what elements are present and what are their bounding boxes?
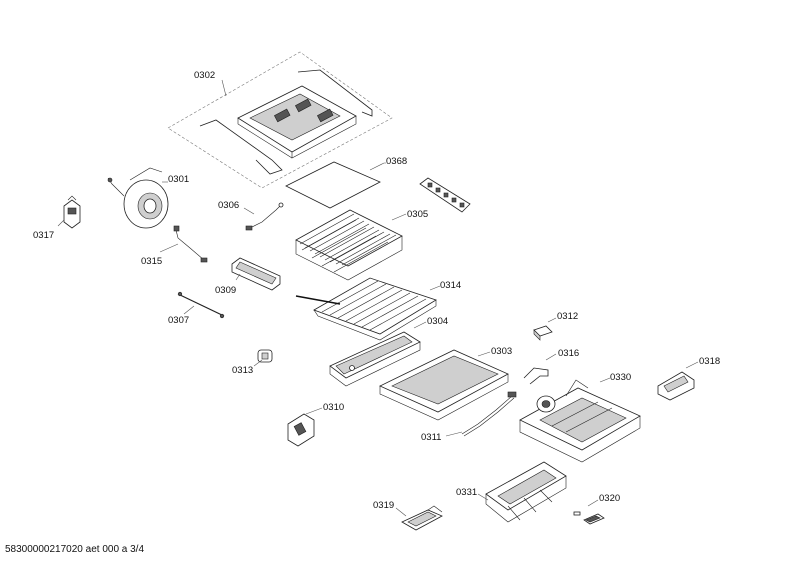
part-0316-clip[interactable]	[523, 367, 549, 385]
part-rail-strip[interactable]	[419, 177, 471, 213]
label-0306[interactable]: 0306	[218, 200, 239, 211]
label-0316[interactable]: 0316	[558, 348, 579, 359]
leader-0302	[221, 79, 227, 97]
label-0307[interactable]: 0307	[168, 315, 189, 326]
leader-0317	[57, 219, 65, 227]
label-0301[interactable]: 0301	[168, 174, 189, 185]
leader-0331	[477, 493, 489, 501]
part-0320-fixing[interactable]	[573, 511, 605, 525]
label-0312[interactable]: 0312	[557, 311, 578, 322]
label-0331[interactable]: 0331	[456, 487, 477, 498]
label-0311[interactable]: 0311	[421, 432, 441, 443]
leader-0307	[183, 305, 195, 315]
label-0368[interactable]: 0368	[386, 156, 407, 167]
label-0303[interactable]: 0303	[491, 346, 512, 357]
label-0310[interactable]: 0310	[323, 402, 344, 413]
leader-0309	[235, 273, 241, 281]
part-0312-block[interactable]	[533, 325, 553, 341]
leader-0368	[369, 162, 386, 171]
label-0309[interactable]: 0309	[215, 285, 236, 296]
label-0315[interactable]: 0315	[141, 256, 162, 267]
leader-0312	[547, 317, 557, 323]
part-0305-evaporator[interactable]	[295, 209, 403, 281]
part-0309-cover-bar[interactable]	[231, 257, 281, 291]
part-0303-tray[interactable]	[379, 349, 509, 421]
label-0330[interactable]: 0330	[610, 372, 631, 383]
leader-0310	[305, 407, 323, 415]
part-0302-housing-cover[interactable]	[167, 51, 393, 189]
label-0302[interactable]: 0302	[194, 70, 215, 81]
part-0368-foil-pad[interactable]	[285, 161, 381, 209]
part-0319-small-tray[interactable]	[401, 505, 443, 531]
leader-0303	[477, 351, 491, 357]
part-0306-sensor[interactable]	[245, 202, 284, 231]
part-0313-cap[interactable]	[257, 349, 273, 363]
label-0317[interactable]: 0317	[33, 230, 54, 241]
label-0318[interactable]: 0318	[699, 356, 720, 367]
leader-0306	[243, 207, 255, 215]
part-0314-heater[interactable]	[295, 277, 437, 341]
leader-0318	[685, 361, 699, 369]
leader-0315	[159, 243, 179, 253]
part-0311-wire[interactable]	[461, 391, 517, 437]
label-0314[interactable]: 0314	[440, 280, 461, 291]
part-0318-bracket[interactable]	[657, 371, 695, 401]
label-0320[interactable]: 0320	[599, 493, 620, 504]
label-0313[interactable]: 0313	[232, 365, 253, 376]
leader-0319	[395, 507, 407, 517]
leader-0316	[545, 353, 557, 361]
leader-0311	[445, 431, 463, 437]
label-0319[interactable]: 0319	[373, 500, 394, 511]
leader-0305	[391, 213, 407, 221]
leader-0320	[587, 499, 599, 507]
part-0317-connector[interactable]	[63, 195, 81, 229]
part-0310-holder[interactable]	[287, 413, 315, 447]
label-0304[interactable]: 0304	[427, 316, 448, 327]
leader-0304	[413, 321, 427, 329]
leader-0313	[253, 359, 263, 367]
part-0315-sensor-wire[interactable]	[173, 225, 208, 263]
part-0307-rod[interactable]	[177, 291, 225, 319]
label-0305[interactable]: 0305	[407, 209, 428, 220]
part-0301-fan[interactable]	[107, 167, 169, 229]
part-0330-lower-housing[interactable]	[519, 379, 641, 463]
leader-0330	[599, 377, 611, 383]
document-footer: 58300000217020 aet 000 a 3/4	[5, 544, 144, 555]
part-0304-drip-channel[interactable]	[329, 331, 421, 387]
leader-0314	[429, 285, 441, 291]
part-0331-duct[interactable]	[485, 461, 567, 523]
